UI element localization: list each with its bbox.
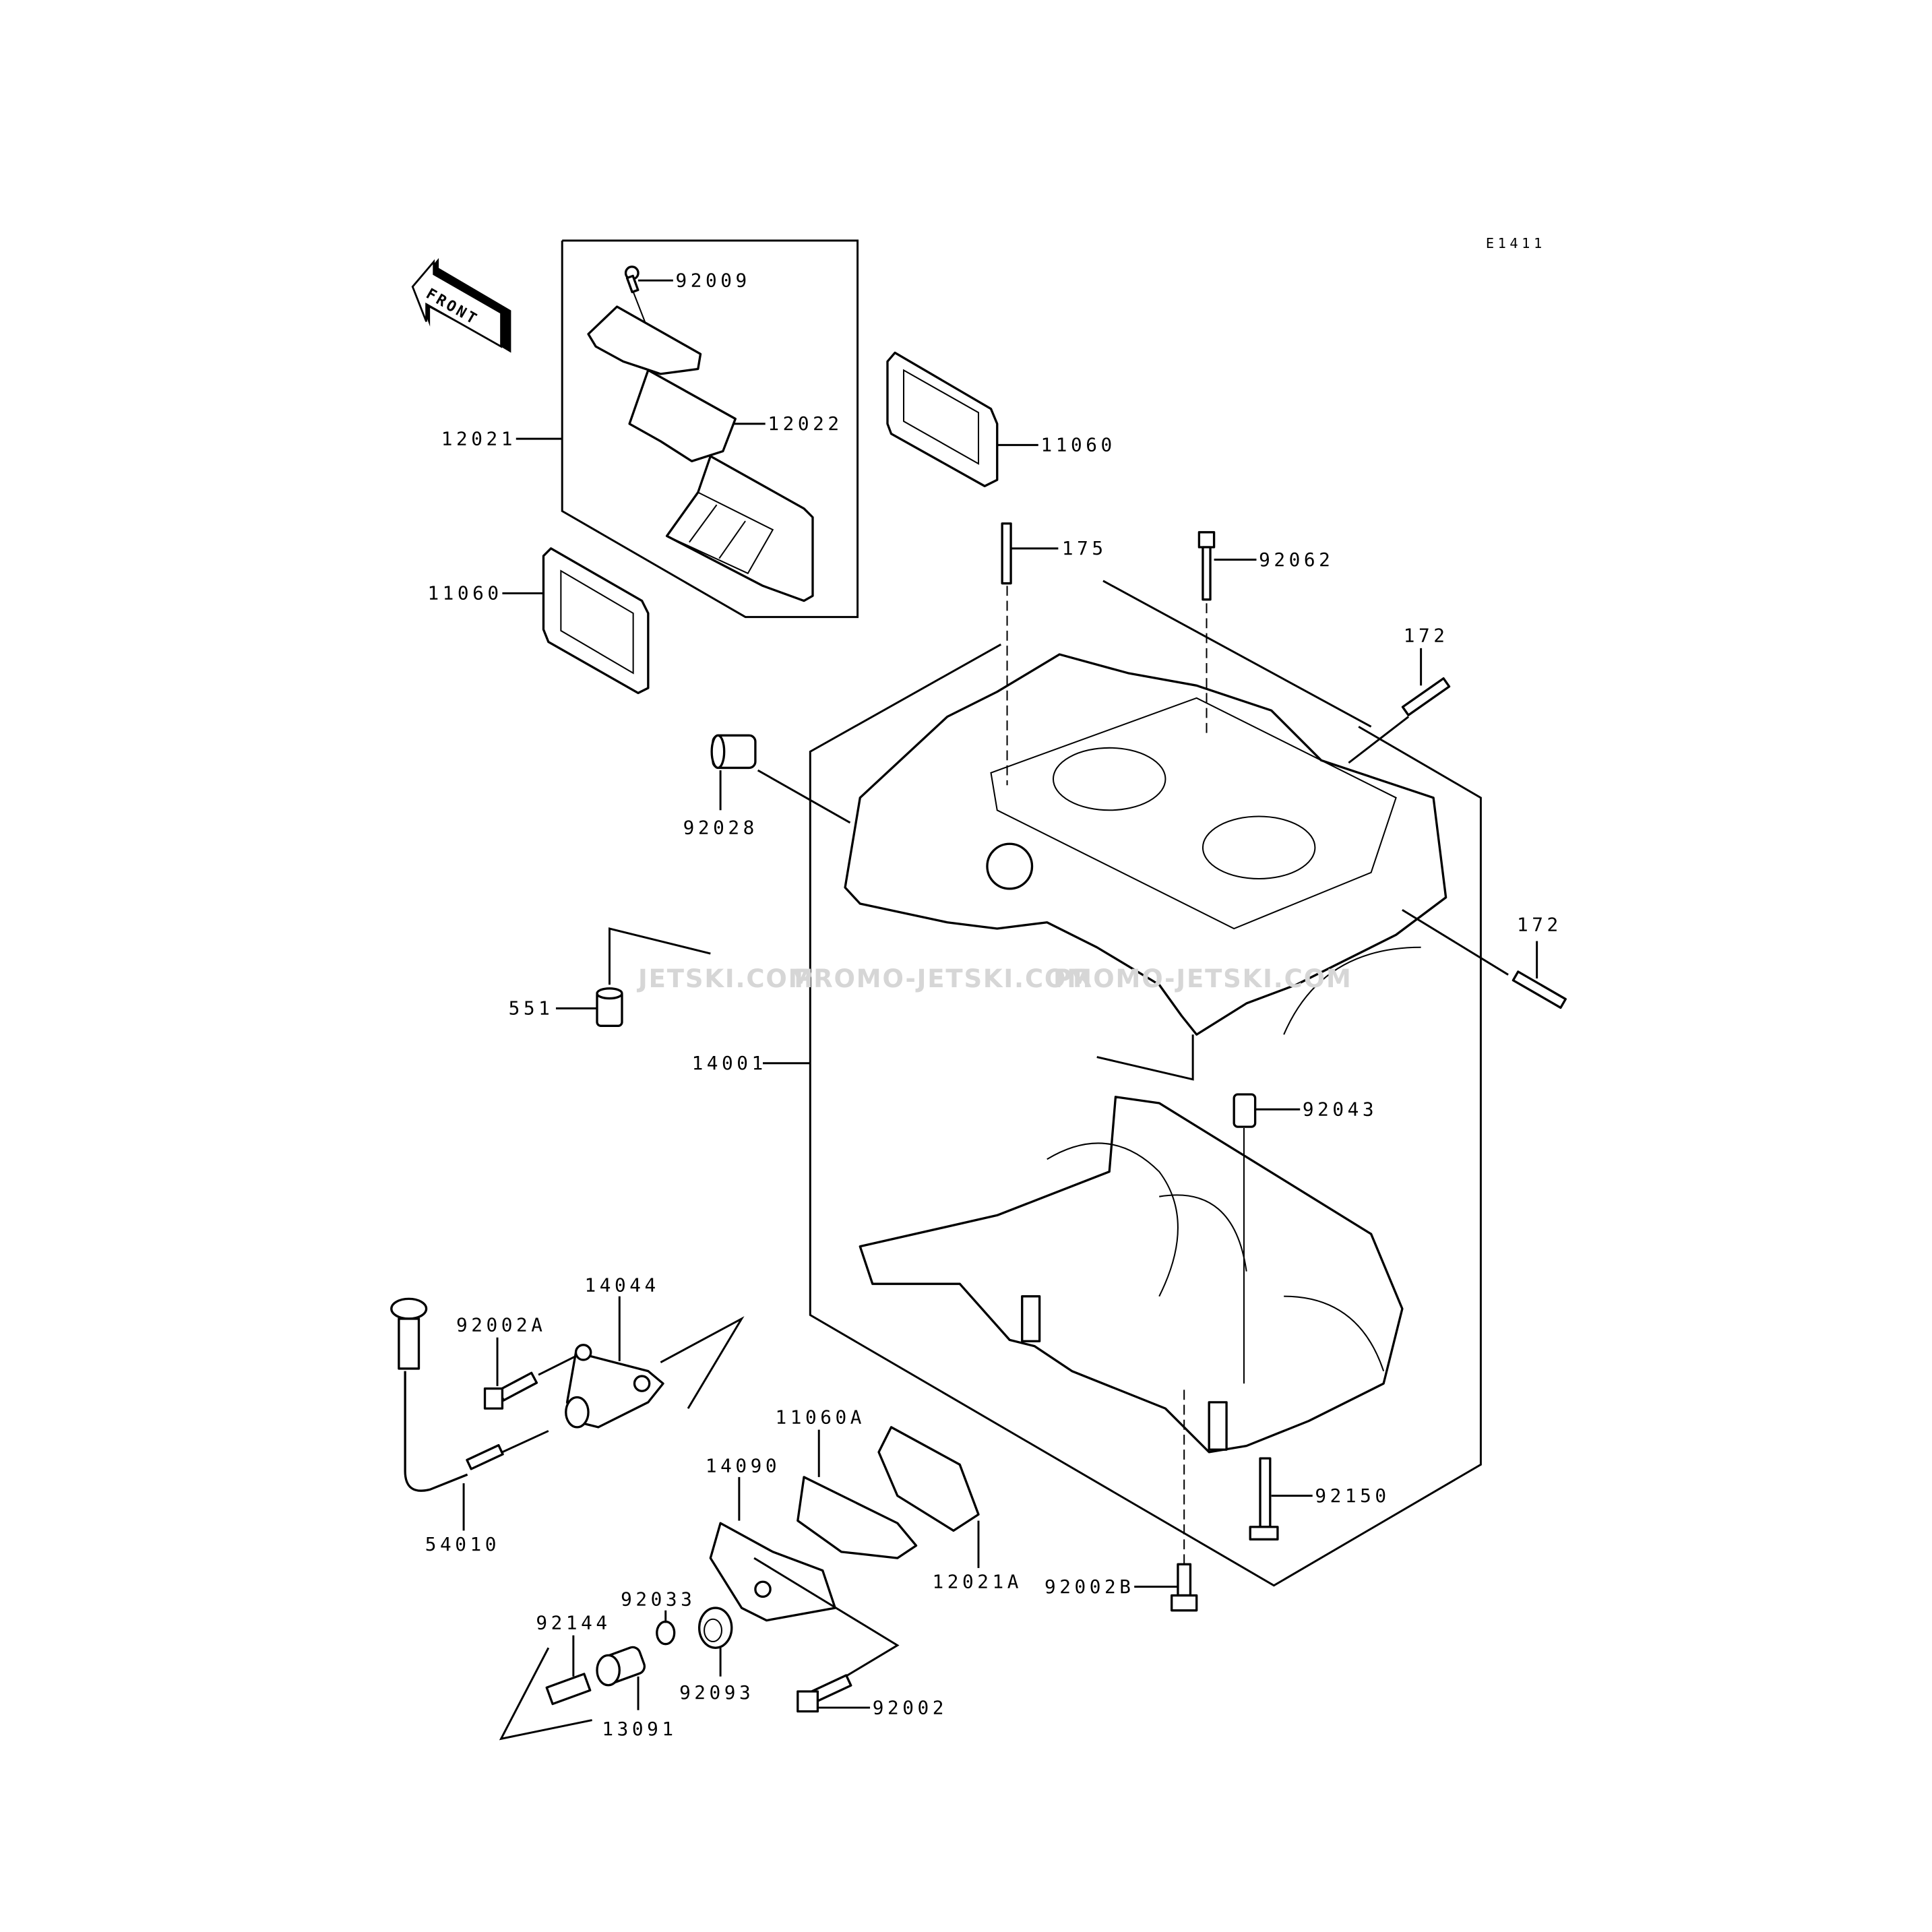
- fitting-14044: [565, 1296, 745, 1429]
- callout-13091: 13091: [602, 1718, 677, 1740]
- callout-92002: 92002: [873, 1696, 947, 1718]
- bolt-92002A: [483, 1337, 577, 1410]
- upper-crankcase: [844, 653, 1447, 1036]
- spring-92144: [499, 1635, 592, 1741]
- crankcase-group-bracket: [809, 643, 1482, 1587]
- dowel-92028: [710, 734, 851, 824]
- reed-12021A: [877, 1426, 980, 1568]
- bolt-92002B: [1134, 1390, 1198, 1612]
- callout-92062: 92062: [1259, 549, 1334, 571]
- lower-crankcase: [859, 1096, 1404, 1454]
- callout-92033: 92033: [621, 1588, 695, 1610]
- bolt-92062: [1197, 531, 1257, 736]
- bolt-92150: [1249, 1457, 1313, 1541]
- cable-54010: [390, 1297, 549, 1531]
- reed-block: [665, 455, 814, 602]
- bolt-92002: [797, 1674, 871, 1713]
- screw-92009: [624, 266, 673, 337]
- seal-92093: [698, 1607, 733, 1677]
- callout-92009: 92009: [676, 269, 751, 291]
- gasket-11060-left: [502, 547, 650, 695]
- front-arrow-icon: FRONT: [411, 257, 511, 353]
- stud-175: [1001, 522, 1012, 585]
- callout-12021A: 12021A: [933, 1570, 1022, 1592]
- stud-172-right: [1402, 909, 1567, 1009]
- watermark-2: PROMO-JETSKI.COM: [794, 964, 1093, 993]
- callout-14044: 14044: [584, 1274, 659, 1296]
- callout-92043: 92043: [1303, 1098, 1377, 1120]
- callout-11060-top: 11060: [1040, 434, 1115, 456]
- callout-11060A: 11060A: [775, 1406, 865, 1428]
- callout-54010: 54010: [425, 1533, 500, 1555]
- callout-92150: 92150: [1315, 1485, 1390, 1507]
- cover-14090: [709, 1476, 900, 1684]
- dowel-551: [555, 927, 711, 1027]
- callout-92093: 92093: [679, 1681, 754, 1704]
- dowel-92043: [1233, 1093, 1301, 1384]
- callout-11060-left: 11060: [427, 582, 502, 604]
- callout-172-top: 172: [1404, 625, 1449, 647]
- callout-12022: 12022: [768, 412, 842, 435]
- callout-172-right: 172: [1517, 914, 1562, 936]
- callout-92002B: 92002B: [1045, 1576, 1134, 1598]
- callout-92002A: 92002A: [456, 1313, 546, 1336]
- plunger-13091: [596, 1646, 646, 1710]
- circlip-92033: [656, 1610, 676, 1646]
- gasket-11060A: [797, 1429, 918, 1559]
- callout-551: 551: [509, 997, 554, 1020]
- callout-92144: 92144: [536, 1612, 611, 1634]
- callout-14001: 14001: [692, 1052, 767, 1074]
- callout-175: 175: [1062, 537, 1107, 559]
- callout-14090: 14090: [706, 1454, 780, 1476]
- diagram-code: E1411: [1486, 235, 1546, 251]
- reed-valve-group-bracket: [561, 239, 859, 619]
- watermark-1: JETSKI.COM: [636, 964, 814, 993]
- stud-172-top: [1348, 648, 1451, 764]
- callout-92028: 92028: [683, 816, 758, 838]
- callout-12021: 12021: [441, 427, 516, 449]
- reed-12022: [628, 369, 737, 463]
- watermark-3: PROMO-JETSKI.COM: [1053, 964, 1352, 993]
- reed-stopper: [587, 305, 702, 375]
- gasket-11060-top: [886, 351, 1038, 488]
